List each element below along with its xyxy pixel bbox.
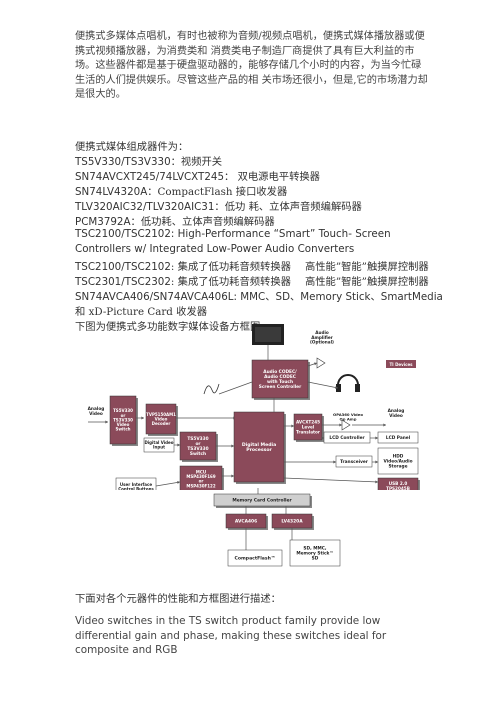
arrowhead (231, 444, 234, 448)
list-item: PCM3792A：低功耗、立体声音频编解码器 (75, 216, 275, 228)
touch-screen-glass (255, 327, 281, 342)
list-item: TS5V330/TS3V330：视频开关 (75, 156, 223, 168)
block-sd_mmc (289, 539, 341, 567)
label-avca406: AVCA406 (235, 519, 257, 525)
arrowhead (375, 480, 378, 484)
arrowhead (177, 443, 180, 447)
arrowhead (321, 436, 324, 440)
english-paragraph: Video switches in the TS switch product … (75, 615, 387, 656)
opamp-icon (341, 419, 351, 431)
block-transceiver (335, 455, 373, 468)
block-mcu (179, 465, 223, 490)
label-compactflash: CompactFlash™ (234, 556, 275, 562)
ti-devices-legend (386, 360, 416, 368)
list-item: SN74AVCA406/SN74AVCA406L: MMC、SD、Memory … (75, 291, 443, 303)
block-diagram: Touch ScreenAudioAmplifier(Optional) TI D… (88, 322, 420, 490)
connector (307, 381, 339, 389)
list-title: 便携式媒体组成器件为： (75, 141, 189, 153)
block-memory_card_controller (213, 493, 311, 507)
list-item: 和 xD-Picture Card 收发器 (75, 306, 208, 318)
arrowhead (335, 386, 338, 389)
block-ts5v330 (109, 395, 137, 445)
block-dmp (233, 411, 285, 483)
block-ts_switch (179, 431, 217, 461)
block-user_interface (115, 477, 157, 490)
block-video_decoder (145, 403, 177, 435)
amplifier-icon (316, 357, 326, 369)
arrowhead (314, 362, 317, 366)
arrowhead (333, 460, 336, 464)
block-level_translator (293, 413, 323, 441)
arrowhead (141, 416, 144, 420)
connector (283, 477, 379, 483)
block-hdd (377, 447, 419, 475)
list-item: TSC2301/TSC2302: 集成了低功耗音频转换器高性能”智能”触摸屏控制… (75, 276, 429, 288)
connector (218, 381, 253, 395)
list-item: TLV320AIC32/TLV320AIC31：低功 耗、立体声音频编解码器 (75, 201, 362, 213)
label-transceiver: Transceiver (340, 459, 369, 465)
headphones-left (336, 384, 341, 392)
connector (155, 481, 181, 487)
description-title: 下面对各个元器件的性能和方框图进行描述： (75, 593, 281, 605)
arrowhead (375, 436, 378, 440)
block-usb (377, 477, 419, 490)
arrowhead (177, 481, 180, 484)
block-audio_codec (251, 359, 309, 399)
block-compactflash (227, 549, 283, 567)
list-item: TSC2100/TSC2102: High-Performance “Smart… (75, 228, 391, 240)
list-item: TSC2100/TSC2102: 集成了低功耗音频转换器高性能”智能”触摸屏控制… (75, 261, 429, 273)
label-memory_card_controller: Memory Card Controller (232, 498, 292, 504)
arrowhead (383, 423, 386, 427)
arrowhead (231, 474, 234, 478)
label-ti_devices: TI Devices (389, 362, 413, 367)
label-lcd_controller: LCD Controller (329, 435, 365, 441)
intro-paragraph: 便携式多媒体点唱机，有时也被称为音频/视频点唱机，便携式媒体播放器或便携式视频播… (75, 31, 428, 100)
diagram-caption: 下图为便携式多功能数字媒体设备方框图 (75, 321, 261, 333)
headphones-icon (337, 374, 359, 386)
arrowhead (291, 424, 294, 428)
label-lv4320a: LV4320A (281, 519, 303, 525)
block-lcd_controller (323, 431, 371, 444)
list-item: SN74LV4320A：CompactFlash 接口收发器 (75, 186, 288, 198)
block-lcd_panel (377, 431, 419, 444)
list-item: Controllers w/ Integrated Low-Power Audi… (75, 243, 355, 255)
microphone-icon (203, 383, 220, 395)
arrowhead (375, 460, 378, 464)
arrowhead (105, 420, 108, 424)
label-lcd_panel: LCD Panel (386, 435, 411, 441)
headphones-right (355, 384, 360, 392)
list-item: SN74AVCXT245/74LVCXT245： 双电源电平转换器 (75, 171, 320, 183)
label-touch_screen: Touch Screen (253, 322, 283, 323)
arrowhead (339, 423, 342, 427)
